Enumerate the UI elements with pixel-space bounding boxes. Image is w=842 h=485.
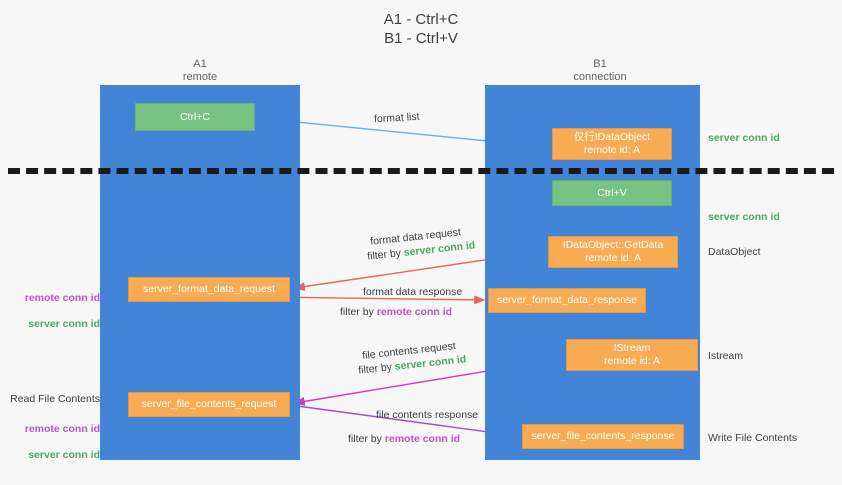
label-write-file-contents: Write File Contents — [708, 432, 798, 444]
caption-format-list: format list — [373, 110, 420, 126]
arrow-file-contents-response — [289, 404, 520, 440]
label-conn-ids-1: remote conn id server conn id — [8, 279, 100, 331]
caption-file-contents-response: file contents response — [376, 409, 479, 421]
column-header-a1: A1 remote — [182, 58, 218, 83]
box-ctrl-c[interactable]: Ctrl+C — [135, 103, 255, 131]
filter-value-remote-conn-id: remote conn id — [384, 433, 461, 445]
filter-value-remote-conn-id: remote conn id — [376, 306, 453, 318]
box-idataobject-getdata[interactable]: IDataObject::GetData remote id: A — [548, 236, 678, 268]
label-server-conn-id-1: server conn id — [708, 132, 780, 144]
page-title: A1 - Ctrl+C B1 - Ctrl+V — [383, 11, 459, 47]
box-istream[interactable]: IStream remote id: A — [566, 339, 698, 371]
label-remote-conn-id-2: remote conn id — [24, 423, 100, 435]
box-ctrl-v[interactable]: Ctrl+V — [552, 180, 672, 206]
caption-format-data-response-filter: filter by remote conn id — [340, 305, 452, 319]
label-server-conn-id-3: server conn id — [28, 318, 100, 330]
label-read-file-contents: Read File Contents — [10, 393, 100, 405]
column-header-b1: B1 connection — [573, 58, 627, 83]
box-server-format-data-request[interactable]: server_format_data_request — [128, 277, 290, 302]
box-server-file-contents-response[interactable]: server_file_contents_response — [522, 424, 684, 449]
box-server-format-data-response[interactable]: server_format_data_response — [488, 288, 646, 313]
caption-file-contents-response-filter: filter by remote conn id — [348, 432, 460, 446]
caption-format-data-response: format data response — [363, 286, 463, 298]
filter-prefix: filter by — [340, 306, 377, 318]
label-server-conn-id-2: server conn id — [708, 211, 780, 223]
filter-prefix: filter by — [348, 433, 385, 445]
label-server-conn-id-4: server conn id — [28, 449, 100, 461]
label-remote-conn-id-1: remote conn id — [24, 292, 100, 304]
label-dataobject: DataObject — [708, 246, 761, 258]
filter-prefix: filter by — [357, 360, 396, 377]
label-conn-ids-2: remote conn id server conn id — [8, 410, 100, 462]
box-server-file-contents-request[interactable]: server_file_contents_request — [128, 392, 290, 417]
dashed-separator — [8, 168, 834, 174]
label-istream: Istream — [708, 350, 744, 362]
box-idataobject[interactable]: 仅行IDataObject remote id: A — [552, 128, 672, 160]
filter-prefix: filter by — [366, 246, 405, 263]
